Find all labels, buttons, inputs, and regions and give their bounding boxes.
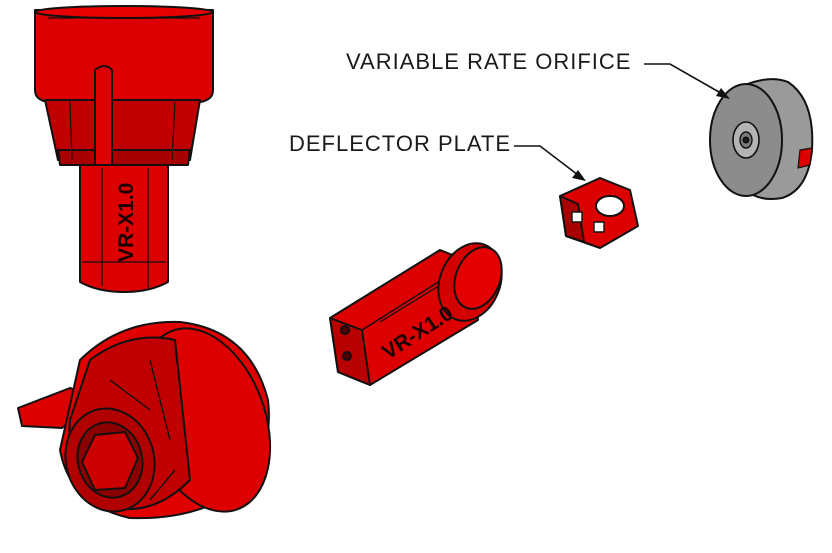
orifice-leader-line <box>644 63 727 97</box>
nozzle-cap <box>17 320 272 520</box>
variable-rate-orifice-label: VARIABLE RATE ORIFICE <box>346 49 632 74</box>
deflector-plate <box>559 177 639 249</box>
horizontal-nozzle: VR-X1.0 <box>329 242 503 386</box>
variable-rate-orifice <box>709 78 814 200</box>
orifice-leader-arrow <box>716 88 730 99</box>
leader-lines <box>514 63 730 181</box>
deflector-leader-arrow <box>572 170 586 181</box>
vertical-nozzle-marking: VR-X1.0 <box>115 183 138 262</box>
vertical-nozzle-assembly: VR-X1.0 <box>34 5 214 293</box>
deflector-leader-line <box>514 145 583 179</box>
deflector-plate-label: DEFLECTOR PLATE <box>289 131 512 156</box>
